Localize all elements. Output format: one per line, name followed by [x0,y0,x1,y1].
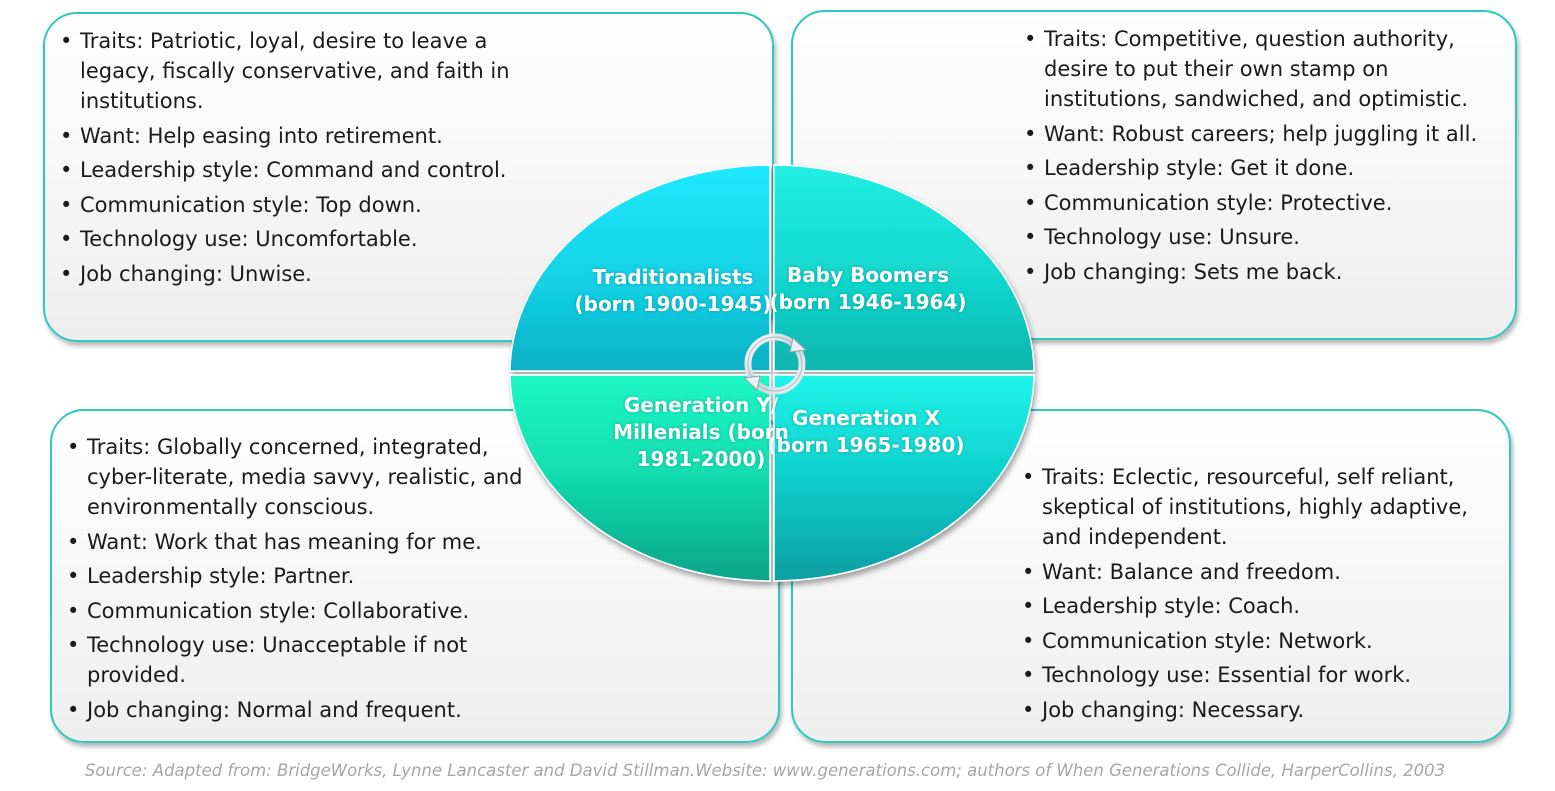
list-item: Leadership style: Coach. [1022,591,1502,621]
list-item: Job changing: Sets me back. [1024,257,1504,287]
generation-y-label: Generation Y/ Millenials (born 1981-2000… [613,393,789,471]
list-item: Job changing: Necessary. [1022,695,1502,725]
baby-boomers-segment [773,164,1035,372]
list-item: Leadership style: Partner. [67,561,547,591]
list-item: Technology use: Unacceptable if not prov… [67,630,547,690]
list-item: Traits: Globally concerned, integrated, … [67,432,547,522]
list-item: Communication style: Top down. [60,190,535,220]
list-item: Job changing: Unwise. [60,259,535,289]
source-citation: Source: Adapted from: BridgeWorks, Lynne… [84,761,1446,780]
list-item: Want: Help easing into retirement. [60,121,535,151]
generation-y-segment [509,374,771,582]
cycle-arrows-icon [742,333,808,395]
traditionalists-label: Traditionalists (born 1900-1945) [574,265,772,316]
list-item: Job changing: Normal and frequent. [67,695,547,725]
baby-boomers-label: Baby Boomers (born 1946-1964) [769,263,967,314]
baby-boomers-list: Traits: Competitive, question authority,… [1024,24,1504,291]
list-item: Want: Balance and freedom. [1022,557,1502,587]
list-item: Traits: Competitive, question authority,… [1024,24,1504,114]
generation-wheel [509,164,1035,582]
list-item: Technology use: Uncomfortable. [60,224,535,254]
list-item: Want: Work that has meaning for me. [67,527,547,557]
traditionalists-segment [509,164,771,372]
list-item: Technology use: Essential for work. [1022,660,1502,690]
generation-x-label: Generation X (born 1965-1980) [767,406,965,457]
list-item: Leadership style: Command and control. [60,155,535,185]
generation-y-list: Traits: Globally concerned, integrated, … [67,432,547,729]
list-item: Traits: Patriotic, loyal, desire to leav… [60,26,535,116]
list-item: Technology use: Unsure. [1024,222,1504,252]
traditionalists-list: Traits: Patriotic, loyal, desire to leav… [60,26,535,293]
list-item: Communication style: Collaborative. [67,596,547,626]
list-item: Want: Robust careers; help juggling it a… [1024,119,1504,149]
generation-x-segment [773,374,1035,582]
list-item: Traits: Eclectic, resourceful, self reli… [1022,462,1502,552]
generation-x-list: Traits: Eclectic, resourceful, self reli… [1022,462,1502,729]
list-item: Communication style: Network. [1022,626,1502,656]
list-item: Communication style: Protective. [1024,188,1504,218]
list-item: Leadership style: Get it done. [1024,153,1504,183]
